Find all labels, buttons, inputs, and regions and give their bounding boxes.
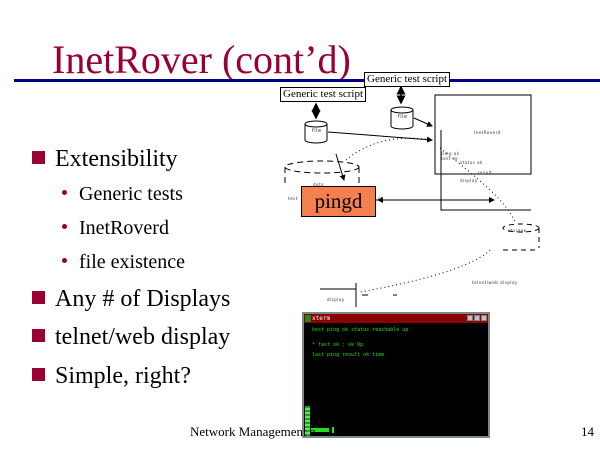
inetroverd-bracket [440, 130, 531, 211]
diagram-tiny-label: result [478, 170, 493, 175]
diagram-tiny-label: status ok [460, 160, 483, 165]
sub-bullet-text: InetRoverd [79, 217, 169, 239]
bullet-text: Extensibility [55, 146, 178, 172]
diagram-tiny-label: test ok [441, 156, 459, 161]
dashed-disk-right [502, 223, 540, 251]
file-label-2: file [398, 114, 408, 120]
terminal-title-bar: xterm [304, 314, 488, 323]
file-cylinder-1 [304, 120, 328, 144]
file-cylinder-2 [390, 106, 414, 130]
file-label-1: file [312, 128, 322, 134]
terminal-line: last ping result ok time [312, 352, 385, 358]
diagram-tiny-label: test [288, 196, 298, 201]
slide-footer: Network Management a [190, 424, 316, 439]
minimize-icon[interactable] [467, 315, 473, 321]
terminal-cursor [332, 427, 334, 433]
square-bullet-icon [32, 368, 45, 381]
terminal-line: * fast ok : ok Up [312, 342, 364, 348]
file1-to-main-arrow [327, 131, 433, 143]
sub-bullet-text: file existence [79, 251, 186, 273]
dashed-disk-left [284, 160, 360, 183]
slide-title: InetRover (cont’d) [52, 37, 351, 82]
bullet-extensibility: Extensibility [32, 145, 178, 173]
diagram-tiny-label: storage [508, 228, 527, 233]
inetroverd-box [434, 94, 532, 175]
terminal-status [311, 428, 329, 432]
bullet-telnet-web: telnet/web display [32, 323, 230, 351]
diagram-tiny-label: display [327, 297, 345, 302]
dotted-curve-3 [359, 249, 491, 293]
bullet-text: Simple, right? [55, 363, 191, 389]
dot-bullet-icon [62, 190, 67, 195]
terminal-scrollbar[interactable] [305, 406, 310, 436]
square-bullet-icon [32, 329, 45, 342]
bullet-text: telnet/web display [55, 324, 231, 350]
square-bullet-icon [32, 291, 45, 304]
generic-test-script-box-1: Generic test script [280, 87, 367, 102]
pingd-process-box: pingd [301, 186, 376, 217]
terminal-title: xterm [312, 315, 331, 322]
maximize-icon[interactable] [474, 315, 480, 321]
page-number: 14 [581, 424, 594, 439]
bullet-any-displays: Any # of Displays [32, 285, 230, 313]
dotted-curve-1 [345, 137, 433, 161]
close-icon[interactable] [481, 315, 487, 321]
sub-bullet-generic-tests: Generic tests [62, 182, 183, 206]
dot-bullet-icon [62, 258, 67, 263]
dot-bullet-icon [62, 224, 67, 229]
sub-bullet-file-existence: file existence [62, 250, 185, 274]
title-divider [14, 79, 600, 82]
terminal-line: host ping ok status reachable up [312, 327, 409, 333]
bullet-simple-right: Simple, right? [32, 362, 191, 390]
diagram-tiny-label: InetRoverd [474, 130, 501, 135]
sub-bullet-text: Generic tests [79, 183, 183, 205]
x-logo-icon [305, 315, 311, 322]
diagram-tiny-label: display [460, 178, 478, 183]
diagram-tiny-label: time ok [441, 151, 460, 156]
bullet-text: Any # of Displays [55, 286, 231, 312]
diagram-tiny-label: ok [378, 196, 384, 201]
generic-test-script-box-2: Generic test script [364, 72, 451, 87]
square-bullet-icon [32, 151, 45, 164]
diagram-tiny-label: data [313, 182, 325, 187]
sub-bullet-inetroverd: InetRoverd [62, 216, 169, 240]
diagram-tiny-label: telnet/web display [472, 280, 518, 285]
file2-to-main-arrow [413, 117, 433, 127]
terminal-window: xterm host ping ok status reachable up *… [302, 312, 490, 438]
